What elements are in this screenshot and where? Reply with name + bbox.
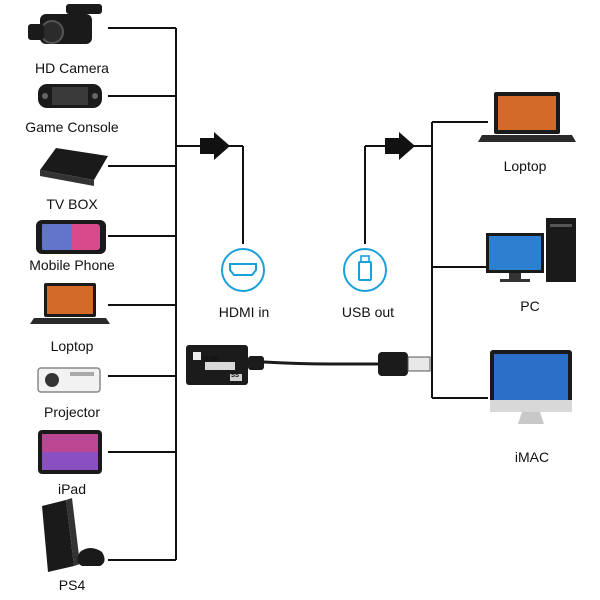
mobile-phone-icon (36, 220, 106, 254)
device-badge: SS (231, 373, 240, 379)
imac-icon (490, 350, 572, 424)
label-game-console: Game Console (25, 119, 119, 135)
hdmi-port-icon (221, 248, 265, 292)
label-imac: iMAC (514, 449, 550, 465)
label-projector: Projector (43, 404, 101, 420)
ipad-icon (38, 430, 102, 474)
label-tv-box: TV BOX (46, 196, 98, 212)
label-usb-out: USB out (341, 304, 395, 320)
hd-camera-icon (28, 4, 102, 44)
label-mobile-phone: Mobile Phone (29, 257, 115, 273)
arrow-right-icon (385, 132, 415, 160)
usb-port-icon (343, 248, 387, 292)
source-bus (108, 27, 244, 561)
arrow-right-icon (200, 132, 230, 160)
laptop-icon (478, 92, 576, 142)
label-pc: PC (520, 298, 540, 314)
label-ipad: iPad (57, 481, 87, 497)
projector-icon (37, 367, 101, 393)
tv-box-icon (40, 148, 108, 186)
label-laptop-source: Loptop (50, 338, 94, 354)
label-ps4: PS4 (58, 577, 86, 593)
label-hdmi-in: HDMI in (218, 304, 270, 320)
target-bus (364, 121, 488, 399)
ps4-icon (42, 498, 105, 572)
laptop-icon (30, 283, 110, 324)
device-mark: HDMI (201, 356, 219, 363)
label-laptop-target: Loptop (503, 158, 547, 174)
desktop-pc-icon (486, 218, 576, 282)
game-console-icon (38, 84, 102, 108)
label-hd-camera: HD Camera (35, 60, 109, 76)
capture-device (186, 345, 431, 385)
